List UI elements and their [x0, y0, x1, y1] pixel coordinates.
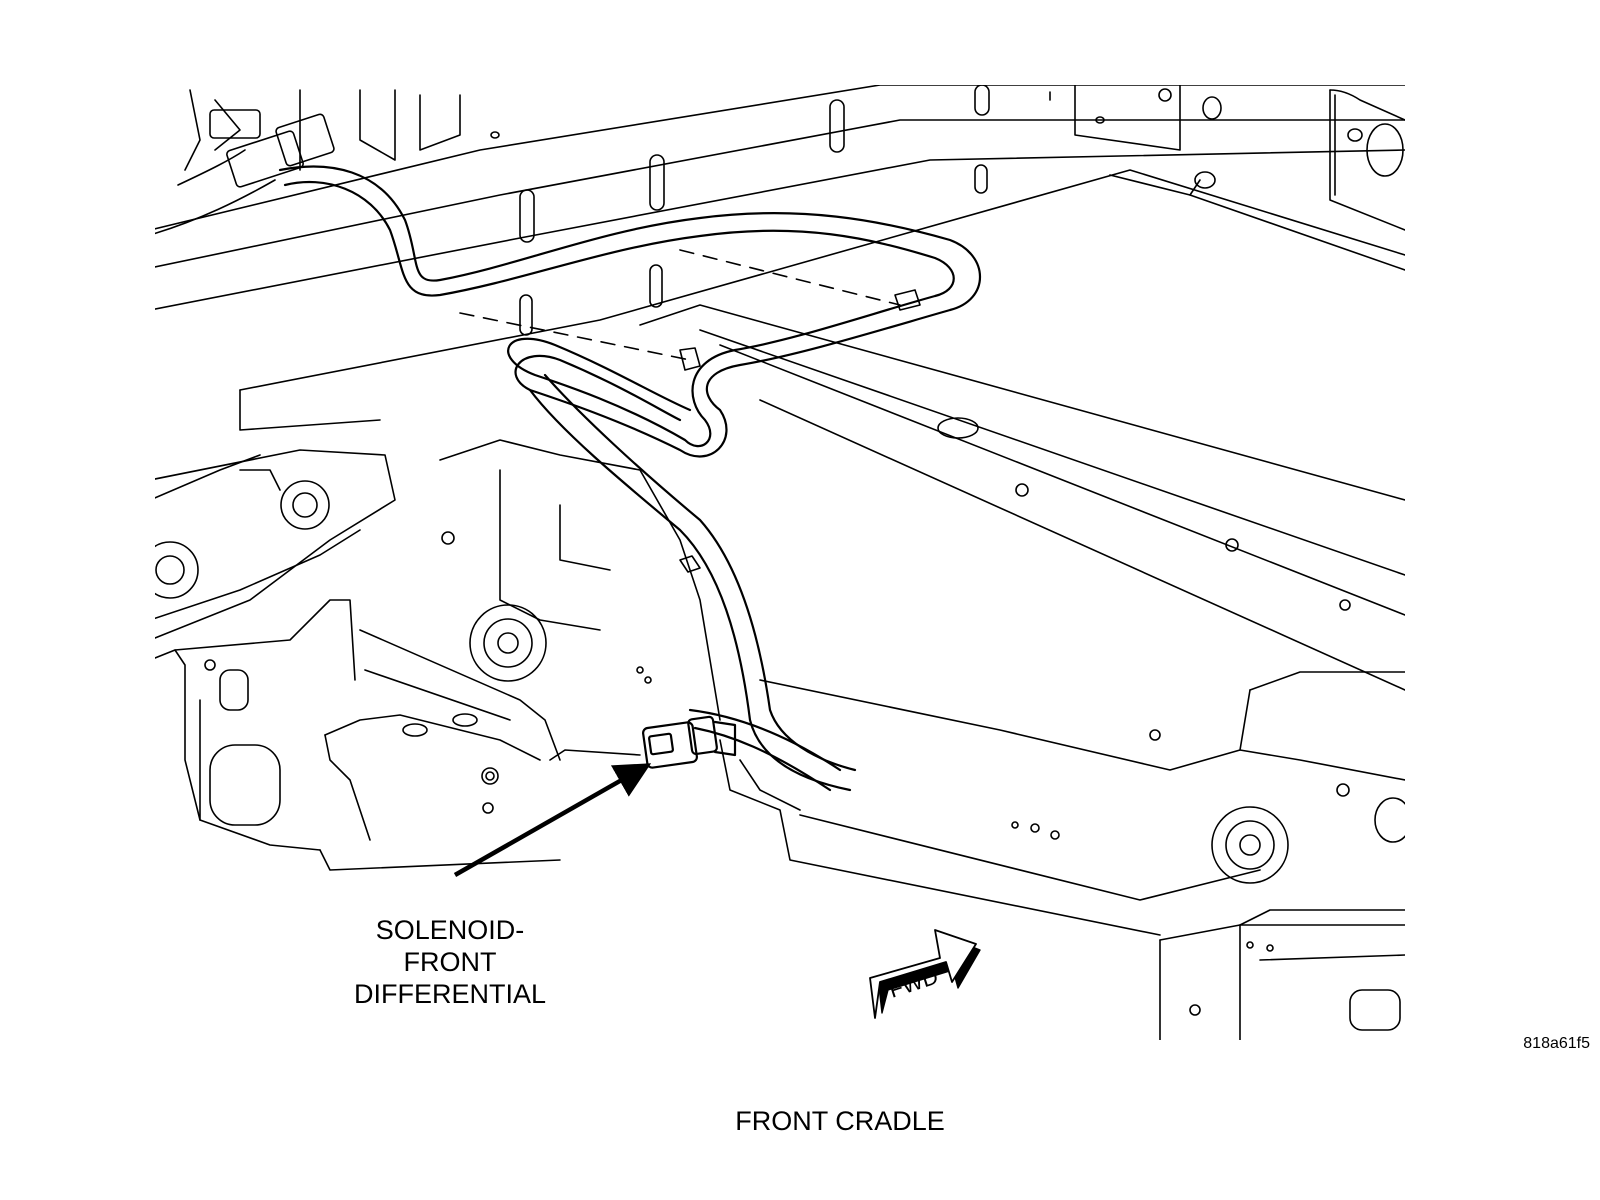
lower-frame-rail [719, 671, 1405, 936]
harness-clip-lower [679, 347, 701, 371]
upper-frame-rail [155, 85, 1405, 336]
solenoid-front-differential-label: SOLENOID- FRONT DIFFERENTIAL [300, 915, 600, 1011]
wiring-harness [278, 165, 982, 792]
callout-line-3: DIFFERENTIAL [353, 978, 547, 1009]
clip-alignment-lines [459, 249, 901, 361]
callout-line-1: SOLENOID- [375, 915, 525, 945]
center-bracket [324, 439, 721, 841]
left-frame-structure [155, 449, 561, 871]
harness-clip-middle [679, 555, 701, 573]
lower-right-bracket [1159, 909, 1405, 1040]
harness-clip-upper [894, 289, 921, 311]
fwd-label: FWD [886, 963, 941, 1002]
forward-arrow-icon: FWD [869, 929, 981, 1019]
upper-connector-cluster [155, 89, 335, 235]
callout-leader-arrow [453, 763, 652, 877]
solenoid-connector [642, 715, 737, 769]
figure-caption: FRONT CRADLE [735, 1106, 945, 1136]
callout-line-2: FRONT [403, 946, 497, 977]
cross-member [239, 169, 1405, 691]
figure-id: 818a61f5 [1523, 1035, 1590, 1052]
